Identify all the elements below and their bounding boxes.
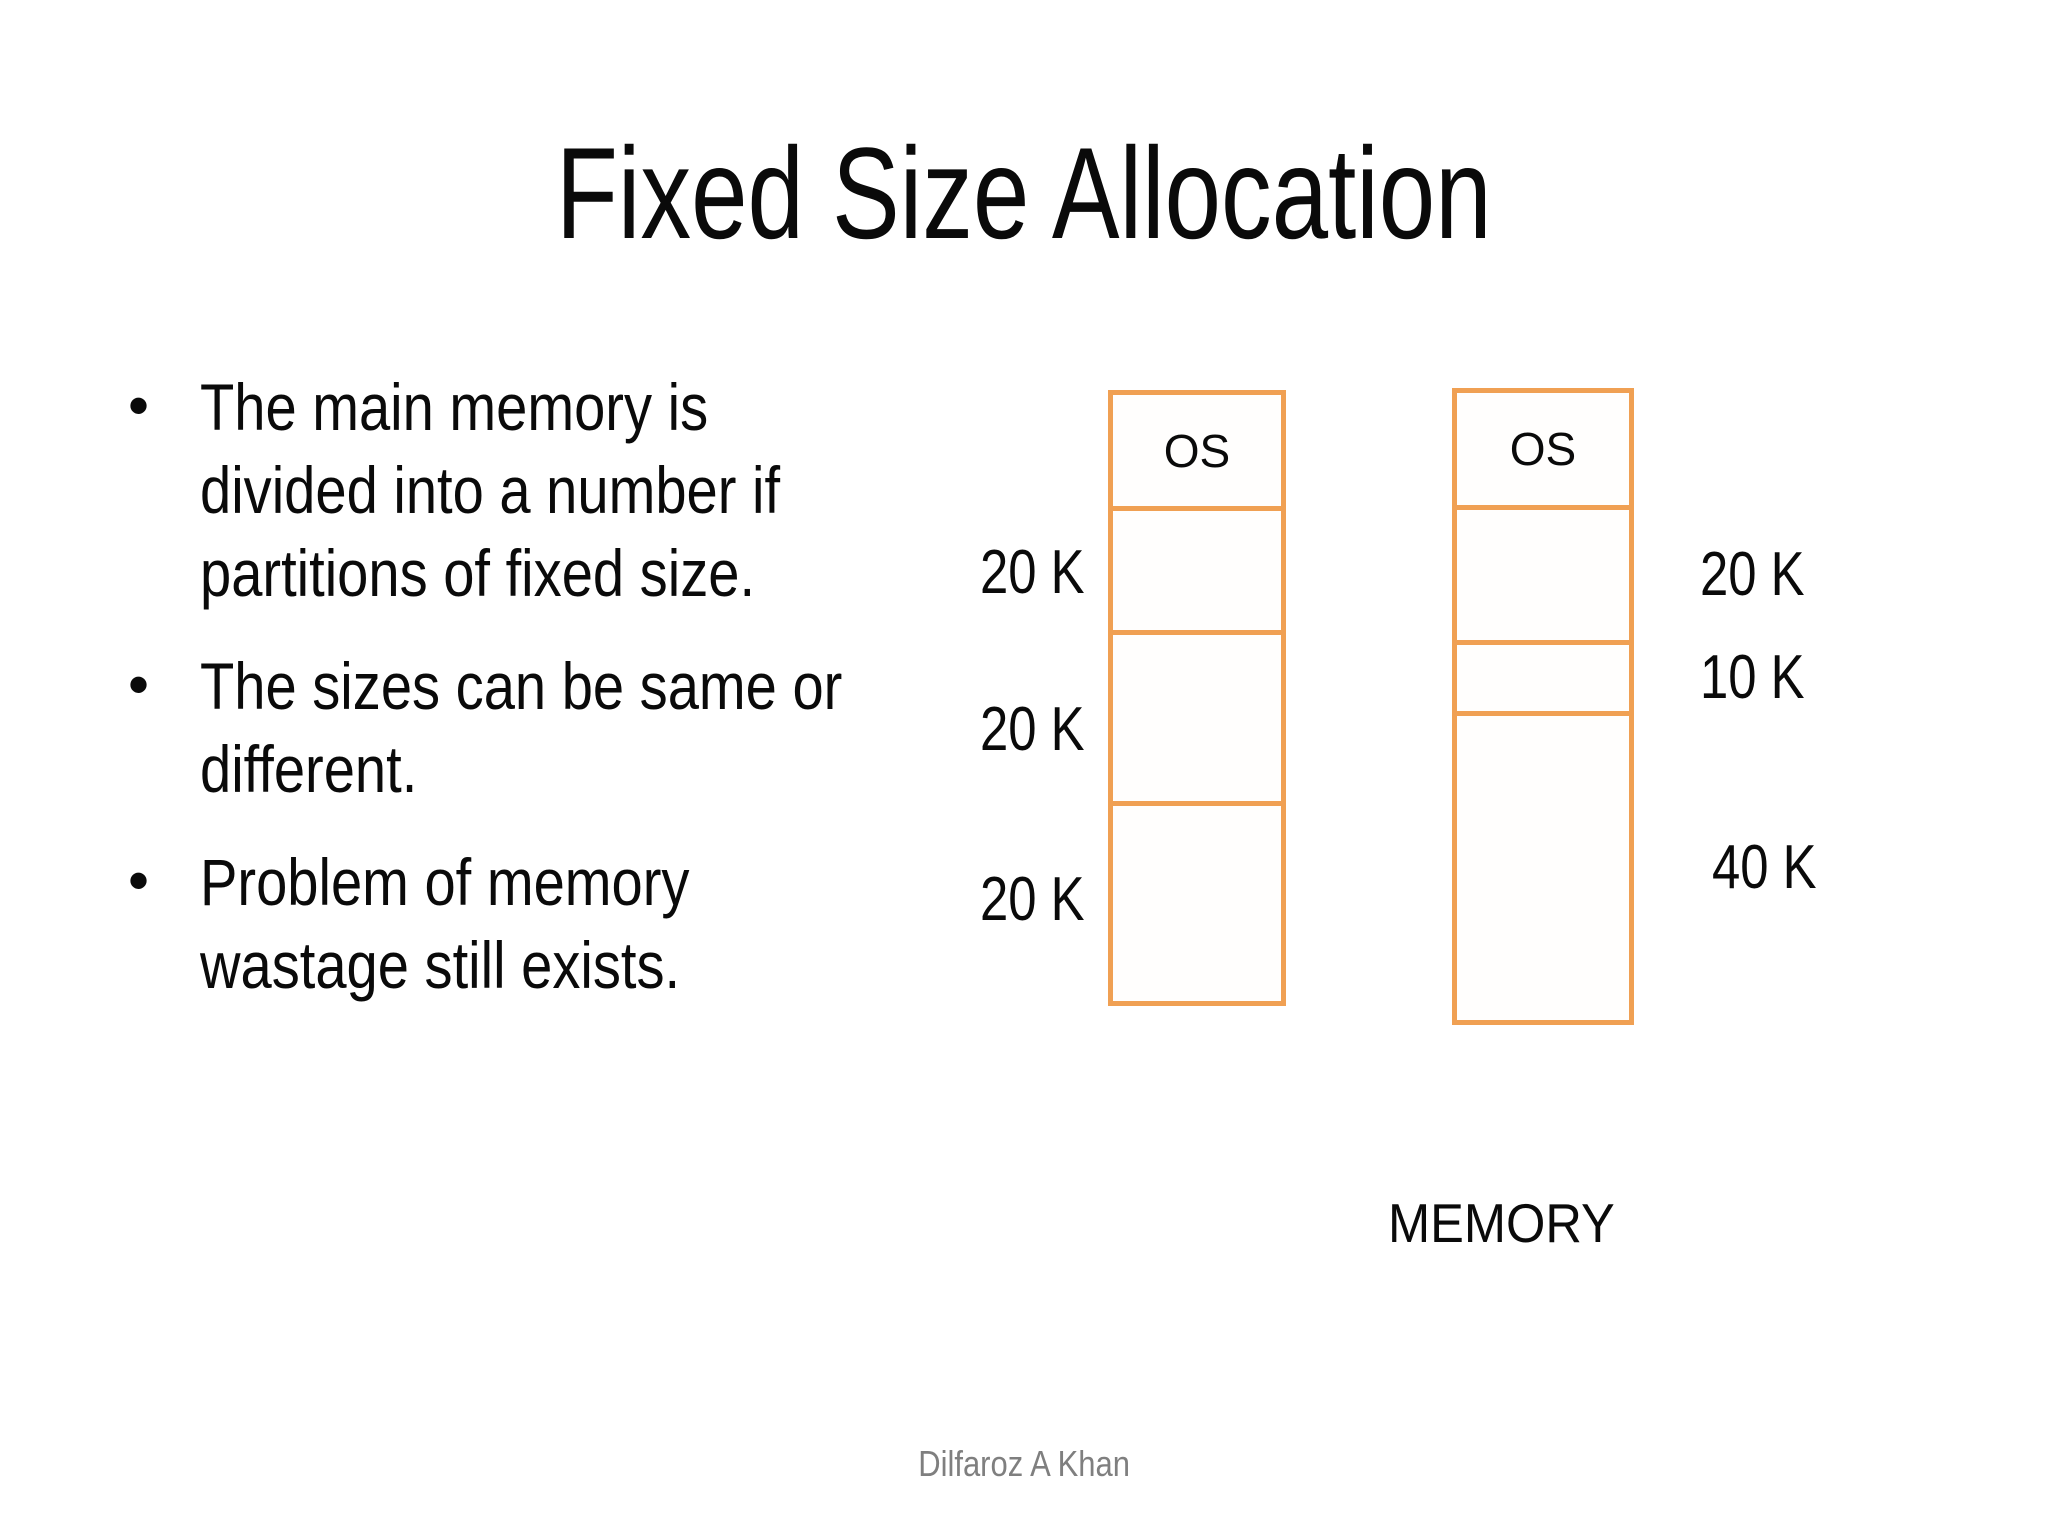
bullet-text: The sizes can be same or: [200, 649, 843, 723]
page-title: Fixed Size Allocation: [0, 128, 2048, 258]
bullet-dot-icon: •: [128, 372, 150, 439]
bullet-line: • The main memory is: [128, 366, 980, 449]
bullet-dot-icon: •: [128, 651, 150, 718]
size-text: 20 K: [980, 865, 1085, 934]
bullet-text: Problem of memory: [200, 845, 690, 919]
size-text: 20 K: [980, 695, 1085, 764]
bullet-list: • The main memory is divided into a numb…: [128, 366, 980, 1037]
page-title-text: Fixed Size Allocation: [556, 120, 1492, 266]
bullet-line: divided into a number if: [200, 449, 980, 532]
size-text: 20 K: [1700, 540, 1805, 609]
bullet-item-1: • The main memory is divided into a numb…: [128, 366, 980, 615]
partition-size-label: 40 K: [1712, 837, 1840, 899]
bullet-text: wastage still exists.: [200, 928, 681, 1002]
bullet-text: partitions of fixed size.: [200, 536, 756, 610]
memory-partition: [1113, 635, 1281, 806]
bullet-line: partitions of fixed size.: [200, 532, 980, 615]
memory-partition: [1457, 716, 1629, 1020]
bullet-item-3: • Problem of memory wastage still exists…: [128, 841, 980, 1007]
partition-size-label: 20 K: [957, 699, 1085, 761]
partition-size-label: 20 K: [957, 542, 1085, 604]
bullet-line: different.: [200, 728, 980, 811]
size-text: 10 K: [1700, 643, 1805, 712]
footer-author: Dilfaroz A Khan: [0, 1444, 2048, 1484]
size-text: 40 K: [1712, 833, 1817, 902]
memory-partition: [1457, 510, 1629, 645]
memory-column-left: OS: [1108, 390, 1286, 1006]
bullet-text: different.: [200, 732, 418, 806]
bullet-line: wastage still exists.: [200, 924, 980, 1007]
memory-partition-os: OS: [1457, 393, 1629, 510]
bullet-text: The main memory is: [200, 370, 709, 444]
memory-caption-text: MEMORY: [1388, 1192, 1615, 1254]
memory-column-right: OS: [1452, 388, 1634, 1025]
bullet-line: • Problem of memory: [128, 841, 980, 924]
memory-partition: [1113, 511, 1281, 635]
memory-caption: MEMORY: [1388, 1196, 1635, 1251]
bullet-line: • The sizes can be same or: [128, 645, 980, 728]
os-label: OS: [1509, 423, 1577, 475]
partition-size-label: 20 K: [1700, 544, 1828, 606]
size-text: 20 K: [980, 538, 1085, 607]
memory-partition-os: OS: [1113, 395, 1281, 511]
memory-partition: [1113, 806, 1281, 1001]
bullet-item-2: • The sizes can be same or different.: [128, 645, 980, 811]
partition-size-label: 10 K: [1700, 647, 1828, 709]
memory-partition: [1457, 645, 1629, 716]
bullet-text: divided into a number if: [200, 453, 781, 527]
os-label: OS: [1163, 424, 1231, 477]
footer-author-text: Dilfaroz A Khan: [918, 1443, 1130, 1484]
partition-size-label: 20 K: [957, 869, 1085, 931]
bullet-dot-icon: •: [128, 847, 150, 914]
